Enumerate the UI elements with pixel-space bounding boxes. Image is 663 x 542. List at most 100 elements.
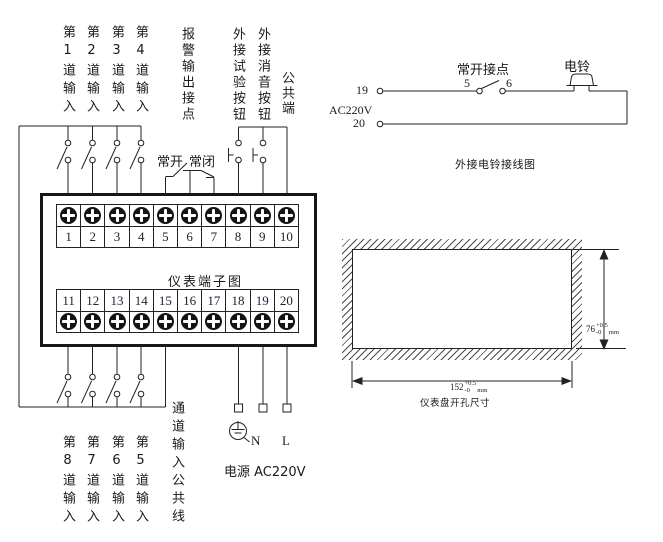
screw-terminal-icon <box>277 313 295 331</box>
screw-slot <box>105 312 128 333</box>
channel-5-input-label: 第5道输入 <box>133 435 148 527</box>
screw-slot <box>129 205 153 227</box>
screw-terminal-icon <box>132 206 150 224</box>
screw-slot <box>274 205 299 227</box>
terminal-cell: 19 <box>250 290 275 332</box>
screw-slot <box>81 205 105 227</box>
screw-terminal-icon <box>108 206 126 224</box>
number-slot: 2 <box>81 227 104 248</box>
terminal-number: 17 <box>207 292 221 308</box>
no-contact-label: 常开接点 <box>457 63 510 78</box>
number-slot: 13 <box>105 290 129 312</box>
number-slot: 18 <box>226 290 250 312</box>
panel-opening <box>352 249 572 349</box>
terminal-cell: 13 <box>105 290 130 333</box>
channel-1-input-label: 第1道输入 <box>60 25 75 117</box>
test-pushbutton-icon <box>228 139 242 205</box>
channel-6-input-label: 第6道输入 <box>109 435 124 527</box>
terminal-number: 19 <box>255 292 269 308</box>
number-slot: 11 <box>57 290 81 312</box>
terminal-number: 6 <box>186 229 193 245</box>
height-unit: mm <box>608 328 619 336</box>
channel-common-line-label: 通道输入公共线 <box>169 401 184 527</box>
number-slot: 16 <box>178 290 202 312</box>
height-tol-plus: +0.5 <box>596 322 608 329</box>
external-test-button-label: 外接试验按钮 <box>230 27 245 123</box>
electric-bell-label: 电铃 <box>564 60 591 75</box>
screw-terminal-icon <box>84 313 102 331</box>
channel-6-switch-icon <box>105 333 121 407</box>
terminal-cell: 2 <box>81 205 106 248</box>
terminal-cell: 6 <box>178 205 203 247</box>
terminal-cell: 9 <box>250 205 275 247</box>
terminal-number: 9 <box>258 229 266 245</box>
screw-slot <box>153 205 178 227</box>
terminal-number: 16 <box>183 292 197 308</box>
terminal-cell: 1 <box>57 205 82 248</box>
bell-supply-label: AC220V <box>329 103 373 117</box>
terminal-cell: 12 <box>81 290 106 332</box>
screw-slot <box>105 205 129 227</box>
number-slot: 19 <box>250 290 274 312</box>
width-dimension-arrow <box>351 361 573 388</box>
terminal-cell: 15 <box>153 290 179 333</box>
screw-slot <box>130 312 153 333</box>
alarm-output-contact-label: 报警输出接点 <box>179 27 194 123</box>
normally-open-label: 常开 <box>157 155 184 170</box>
channel-3-switch-icon <box>105 126 121 205</box>
terminal-number: 2 <box>89 229 97 245</box>
width-tol-plus: +0.5 <box>464 380 477 387</box>
number-slot: 14 <box>129 290 153 312</box>
button-common-bus-wire <box>238 126 288 205</box>
number-slot: 1 <box>57 227 80 248</box>
screw-terminal-icon <box>277 206 295 224</box>
number-slot: 3 <box>105 227 128 248</box>
screw-slot <box>178 312 201 333</box>
number-slot: 12 <box>81 290 105 312</box>
number-slot: 17 <box>202 290 226 312</box>
terminal-cell: 7 <box>202 205 227 248</box>
screw-terminal-icon <box>229 313 247 331</box>
contact-6-label: 6 <box>506 76 512 90</box>
electric-bell-icon <box>566 73 598 91</box>
terminal-number: 20 <box>279 292 293 308</box>
screw-terminal-icon <box>60 313 78 331</box>
screw-terminal-icon <box>156 313 174 331</box>
terminal-strip-bottom: 11 12 13 14 15 16 17 18 19 20 <box>56 289 299 333</box>
terminal-cell: 11 <box>57 290 82 332</box>
terminal-number: 12 <box>86 292 100 308</box>
terminal-cell: 16 <box>178 290 203 333</box>
channel-1-switch-icon <box>56 126 72 205</box>
screw-slot <box>250 205 274 227</box>
channel-8-switch-icon <box>56 333 72 407</box>
terminal-number: 1 <box>65 229 72 245</box>
power-supply-label: 电源 AC220V <box>224 465 306 480</box>
screw-terminal-icon <box>181 313 199 331</box>
screw-terminal-icon <box>60 206 78 224</box>
terminal-number: 13 <box>110 292 124 308</box>
screw-slot <box>226 312 249 333</box>
terminal-number: 8 <box>234 229 242 245</box>
terminal-cell: 10 <box>274 205 299 248</box>
bell-terminal-19-label: 19 <box>356 83 368 97</box>
width-unit: mm <box>477 386 488 394</box>
common-terminal-label: 公共端 <box>279 71 294 116</box>
channel-4-switch-icon <box>129 126 145 205</box>
number-slot: 5 <box>154 227 177 248</box>
number-slot: 7 <box>202 227 225 248</box>
bell-diagram-caption: 外接电铃接线图 <box>455 158 536 171</box>
screw-terminal-icon <box>253 206 271 224</box>
terminal-block-title: 仪表端子图 <box>168 275 244 290</box>
number-slot: 10 <box>275 227 298 248</box>
screw-terminal-icon <box>181 206 199 224</box>
screw-terminal-icon <box>108 313 126 331</box>
height-tol-minus: -0 <box>596 329 602 336</box>
cutout-caption: 仪表盘开孔尺寸 <box>420 398 491 409</box>
screw-slot <box>154 312 177 333</box>
external-mute-button-label: 外接消音按钮 <box>255 27 270 123</box>
screw-slot <box>178 205 202 227</box>
height-dimension-arrow <box>573 249 626 350</box>
terminal-number: 5 <box>162 229 169 245</box>
